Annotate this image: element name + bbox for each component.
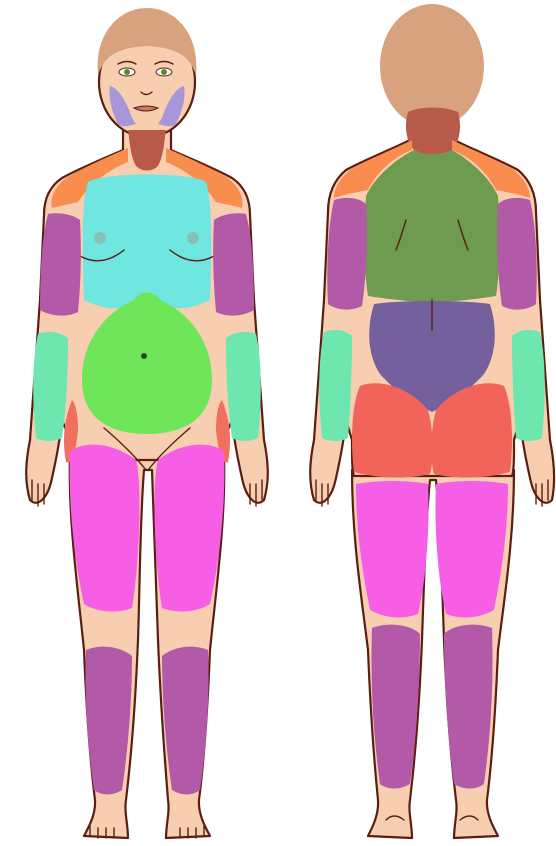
front-navel-icon	[141, 353, 147, 359]
front-upper-arm-right	[213, 213, 254, 315]
front-forearm-left	[33, 332, 68, 441]
back-upper-arm-right	[497, 198, 537, 310]
back-upper-back	[365, 150, 500, 302]
back-neck	[406, 108, 460, 155]
back-forearm-right	[512, 330, 545, 441]
front-figure	[26, 8, 268, 838]
back-upper-arm-left	[327, 198, 367, 310]
back-figure	[310, 4, 554, 838]
front-upper-arm-left	[40, 213, 81, 315]
back-forearm-left	[319, 330, 352, 441]
front-forearm-right	[226, 332, 261, 441]
